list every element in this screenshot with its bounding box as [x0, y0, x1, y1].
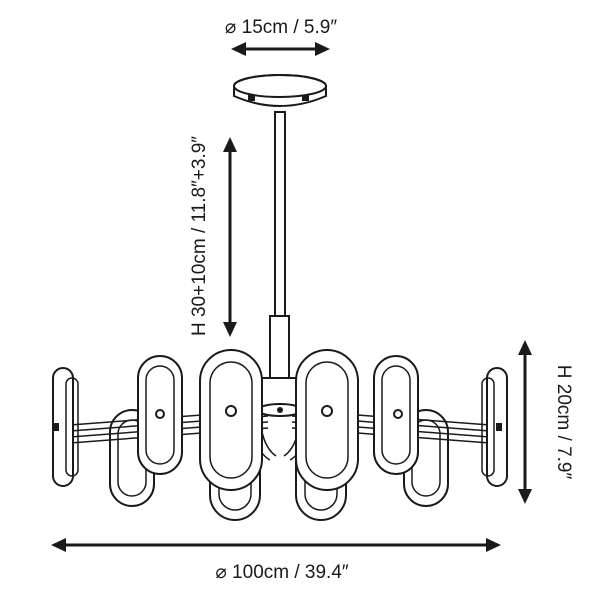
front-shade-4 [373, 355, 419, 475]
body-height-arrow [518, 340, 532, 504]
front-shade-1 [137, 355, 183, 475]
rod-height-label: H 30+10cm / 11.8″+3.9″ [189, 136, 210, 336]
rod-height-arrow [223, 137, 237, 337]
suspension-rod [269, 111, 290, 381]
canopy-width-arrow [231, 42, 330, 56]
chandelier-body [52, 349, 508, 521]
ceiling-canopy [233, 74, 327, 107]
right-side-disc [481, 367, 508, 487]
left-side-disc [52, 367, 79, 487]
overall-diameter-label: ⌀ 100cm / 39.4″ [215, 562, 349, 583]
canopy-diameter-label: ⌀ 15cm / 5.9″ [225, 17, 337, 38]
front-shade-3 [295, 349, 359, 491]
body-height-label: H 20cm / 7.9″ [553, 365, 574, 480]
front-shade-2 [199, 349, 263, 491]
overall-width-arrow [51, 538, 501, 552]
